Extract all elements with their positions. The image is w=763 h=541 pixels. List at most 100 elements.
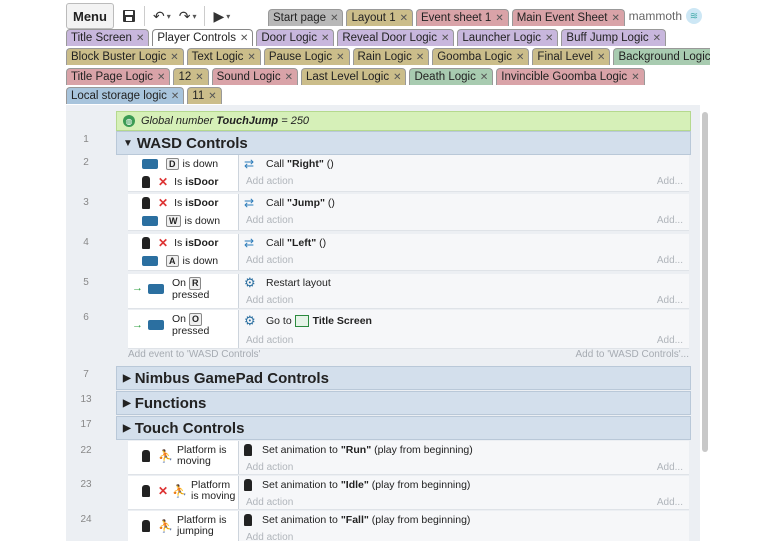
add-action[interactable]: Add action Add... xyxy=(240,332,689,348)
action[interactable]: Set animation to "Run" (play from beginn… xyxy=(240,441,689,459)
tab-main-event-sheet[interactable]: Main Event Sheet✕ xyxy=(511,9,625,26)
add-action[interactable]: Add action xyxy=(240,529,689,541)
group-nimbus[interactable]: ▶ Nimbus GamePad Controls xyxy=(116,366,691,390)
tab-text-logic[interactable]: Text Logic✕ xyxy=(186,48,261,65)
close-icon[interactable]: ✕ xyxy=(415,51,425,63)
tab-player-controls[interactable]: Player Controls✕ xyxy=(152,29,254,46)
add-event-link[interactable]: Add event to 'WASD Controls' xyxy=(128,349,261,360)
event-row[interactable]: → On R pressed ⚙ Restart layout Add acti… xyxy=(128,274,689,309)
close-icon[interactable]: ✕ xyxy=(597,51,606,63)
global-variable[interactable]: ◍ Global number TouchJump = 250 xyxy=(116,111,691,131)
close-icon[interactable]: ✕ xyxy=(545,32,554,44)
condition[interactable]: D is down xyxy=(128,155,238,173)
tab-door-logic[interactable]: Door Logic✕ xyxy=(256,29,335,46)
event-row[interactable]: → On O pressed ⚙ Go to Title Screen xyxy=(128,310,689,349)
tab-final-level[interactable]: Final Level✕ xyxy=(532,48,611,65)
tab-last-level-logic[interactable]: Last Level Logic✕ xyxy=(300,68,407,85)
add-action[interactable]: Add action Add... xyxy=(240,459,689,475)
close-icon[interactable]: ✕ xyxy=(652,32,662,44)
close-icon[interactable]: ✕ xyxy=(440,32,450,44)
group-wasd[interactable]: ▼ WASD Controls xyxy=(116,131,691,155)
undo-icon[interactable]: ↶▾ xyxy=(152,7,171,24)
tab-start-page[interactable]: Start page✕ xyxy=(268,9,344,26)
tab-title-screen[interactable]: Title Screen✕ xyxy=(66,29,150,46)
event-row[interactable]: ✕ Is isDoor A is down ⇄ Call "Left" () A… xyxy=(128,234,689,271)
add-to-group-link[interactable]: Add to 'WASD Controls'... xyxy=(575,349,690,360)
close-icon[interactable]: ✕ xyxy=(330,12,339,24)
tab-block-buster-logic[interactable]: Block Buster Logic✕ xyxy=(66,48,184,65)
condition[interactable]: ⛹ Platform is jumping xyxy=(128,511,238,541)
condition[interactable]: ✕ Is isDoor xyxy=(128,194,238,212)
expand-triangle-icon[interactable]: ▶ xyxy=(123,397,131,409)
action[interactable]: ⚙ Restart layout xyxy=(240,274,689,292)
add-action[interactable]: Add action Add... xyxy=(240,212,689,228)
group-touch[interactable]: ▶ Touch Controls xyxy=(116,416,691,440)
condition[interactable]: ⛹ Platform is moving xyxy=(128,441,238,471)
vertical-scrollbar[interactable] xyxy=(702,112,708,452)
close-icon[interactable]: ✕ xyxy=(320,32,330,44)
add-more[interactable]: Add... xyxy=(656,461,683,473)
tab-sound-logic[interactable]: Sound Logic✕ xyxy=(211,68,298,85)
tab-launcher-logic[interactable]: Launcher Logic✕ xyxy=(457,29,559,46)
close-icon[interactable]: ✕ xyxy=(479,71,489,83)
action[interactable]: Set animation to "Fall" (play from begin… xyxy=(240,511,689,529)
tab-local-storage-logic[interactable]: Local storage logic✕ xyxy=(66,87,185,104)
event-row[interactable]: ⛹ Platform is jumping Set animation to "… xyxy=(128,511,689,541)
close-icon[interactable]: ✕ xyxy=(157,71,166,83)
add-action[interactable]: Add action Add... xyxy=(240,252,689,268)
condition[interactable]: ✕ Is isDoor xyxy=(128,234,238,252)
close-icon[interactable]: ✕ xyxy=(170,51,179,63)
condition[interactable]: W is down xyxy=(128,212,238,230)
close-icon[interactable]: ✕ xyxy=(195,71,204,83)
add-action[interactable]: Add action Add... xyxy=(240,173,689,189)
condition[interactable]: ✕ Is isDoor xyxy=(128,173,238,191)
close-icon[interactable]: ✕ xyxy=(393,71,402,83)
add-more[interactable]: Add... xyxy=(656,496,683,508)
add-more[interactable]: Add... xyxy=(656,214,683,226)
expand-triangle-icon[interactable]: ▶ xyxy=(123,422,131,434)
add-action[interactable]: Add action Add... xyxy=(240,494,689,510)
tab-background-logic[interactable]: Background Logic✕ xyxy=(613,48,710,65)
condition[interactable]: On R pressed xyxy=(128,274,238,304)
event-row[interactable]: ✕ Is isDoor W is down ⇄ Call "Jump" () A… xyxy=(128,194,689,231)
condition[interactable]: ✕ ⛹ Platform is moving xyxy=(128,476,238,506)
action[interactable]: ⚙ Go to Title Screen xyxy=(240,310,689,332)
save-icon[interactable] xyxy=(122,9,136,23)
condition[interactable]: A is down xyxy=(128,252,238,270)
tab-goomba-logic[interactable]: Goomba Logic✕ xyxy=(432,48,530,65)
group-functions[interactable]: ▶ Functions xyxy=(116,391,691,415)
redo-icon[interactable]: ↷▾ xyxy=(178,7,197,24)
add-more[interactable]: Add... xyxy=(656,334,683,346)
tab-invincible-goomba-logic[interactable]: Invincible Goomba Logic✕ xyxy=(496,68,645,85)
action[interactable]: Set animation to "Idle" (play from begin… xyxy=(240,476,689,494)
tab-12[interactable]: 12✕ xyxy=(173,68,209,85)
tab-rain-logic[interactable]: Rain Logic✕ xyxy=(352,48,430,65)
close-icon[interactable]: ✕ xyxy=(516,51,525,63)
tab-layout-1[interactable]: Layout 1✕ xyxy=(346,9,413,26)
tab-11[interactable]: 11✕ xyxy=(187,87,222,104)
close-icon[interactable]: ✕ xyxy=(611,12,620,24)
close-icon[interactable]: ✕ xyxy=(239,32,249,44)
tab-reveal-door-logic[interactable]: Reveal Door Logic✕ xyxy=(337,29,455,46)
tab-pause-logic[interactable]: Pause Logic✕ xyxy=(263,48,350,65)
collapse-triangle-icon[interactable]: ▼ xyxy=(123,137,133,149)
play-icon[interactable]: ▶▾ xyxy=(213,7,231,24)
tab-title-page-logic[interactable]: Title Page Logic✕ xyxy=(66,68,171,85)
close-icon[interactable]: ✕ xyxy=(631,71,640,83)
event-row[interactable]: D is down ✕ Is isDoor ⇄ Call "Right" () … xyxy=(128,155,689,192)
add-more[interactable]: Add... xyxy=(656,294,683,306)
close-icon[interactable]: ✕ xyxy=(135,32,145,44)
close-icon[interactable]: ✕ xyxy=(399,12,408,24)
close-icon[interactable]: ✕ xyxy=(208,90,217,102)
action[interactable]: ⇄ Call "Jump" () xyxy=(240,194,689,212)
event-row[interactable]: ⛹ Platform is moving Set animation to "R… xyxy=(128,441,689,475)
tab-event-sheet-1[interactable]: Event sheet 1✕ xyxy=(415,9,509,26)
add-more[interactable]: Add... xyxy=(656,175,683,187)
close-icon[interactable]: ✕ xyxy=(170,90,180,102)
close-icon[interactable]: ✕ xyxy=(247,51,256,63)
menu-button[interactable]: Menu xyxy=(66,3,114,29)
close-icon[interactable]: ✕ xyxy=(495,12,504,24)
add-more[interactable]: Add... xyxy=(656,254,683,266)
expand-triangle-icon[interactable]: ▶ xyxy=(123,372,131,384)
action[interactable]: ⇄ Call "Right" () xyxy=(240,155,689,173)
